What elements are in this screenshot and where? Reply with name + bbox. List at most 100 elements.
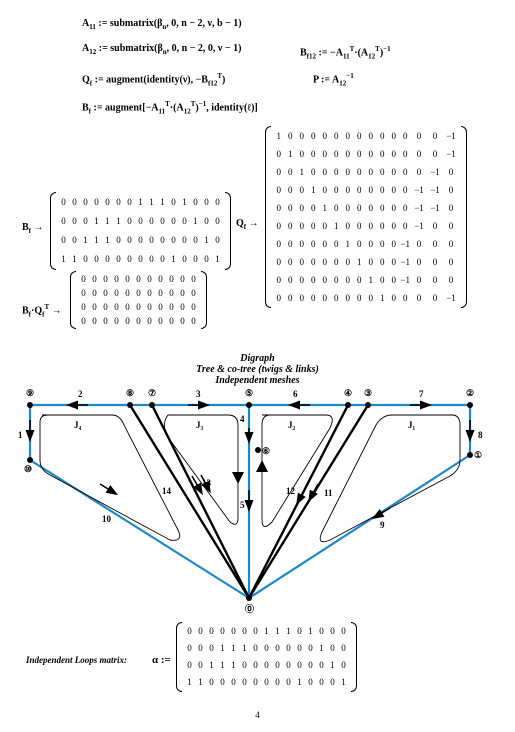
edge-label-2: 2 xyxy=(78,389,83,399)
matrix-cell: 0 xyxy=(345,185,351,195)
matrix-cell: 0 xyxy=(286,643,291,653)
matrix-cell: 0 xyxy=(432,239,438,249)
mesh-j3 xyxy=(164,414,239,525)
matrix-cell: 1 xyxy=(330,660,335,670)
matrix-cell: 0 xyxy=(81,274,86,284)
matrix-cell: 0 xyxy=(357,275,362,285)
matrix-cell: 0 xyxy=(345,275,351,285)
matrix-cell: 0 xyxy=(311,167,316,177)
matrix-cell: 0 xyxy=(191,316,196,326)
matrix-cell: 0 xyxy=(391,293,397,303)
matrix-cell: 0 xyxy=(368,131,374,141)
matrix-cell: 0 xyxy=(220,626,225,636)
matrix-cell: 0 xyxy=(215,197,220,207)
matrix-cell: 1 xyxy=(334,221,339,231)
edge-label-5: 5 xyxy=(240,500,245,510)
edge-label-1: 1 xyxy=(18,430,23,440)
matrix-cell: 1 xyxy=(204,235,209,245)
matrix-cell: 0 xyxy=(114,316,119,326)
matrix-cell: 0 xyxy=(92,302,97,312)
matrix-cell: 0 xyxy=(345,149,351,159)
matrix-cell: 0 xyxy=(357,149,362,159)
matrix-cell: 0 xyxy=(94,197,99,207)
matrix-cell: 0 xyxy=(125,302,130,312)
matrix-cell: 0 xyxy=(242,677,247,687)
edge-label-7: 7 xyxy=(419,389,424,399)
edge-10 xyxy=(29,459,250,599)
matrix-cell: 0 xyxy=(448,185,454,195)
matrix-cell: 1 xyxy=(209,660,214,670)
matrix-cell: 0 xyxy=(253,643,258,653)
matrix-cell: 0 xyxy=(220,677,225,687)
matrix-cell: 0 xyxy=(125,316,130,326)
matrix-cell: 0 xyxy=(103,302,108,312)
matrix-cell: 0 xyxy=(448,167,454,177)
matrix-cell: 0 xyxy=(125,288,130,298)
matrix-cell: 0 xyxy=(209,626,214,636)
matrix-cell: 0 xyxy=(149,216,154,226)
matrix-cell: 0 xyxy=(193,254,198,264)
matrix-cell: 0 xyxy=(116,235,121,245)
matrix-cell: 0 xyxy=(322,239,328,249)
matrix-cell: 0 xyxy=(169,302,174,312)
matrix-cell: 0 xyxy=(138,235,143,245)
matrix-cell: 0 xyxy=(322,131,328,141)
matrix-cell: 0 xyxy=(334,131,339,141)
matrix-cell: 0 xyxy=(215,216,220,226)
matrix-cell: 0 xyxy=(380,221,385,231)
matrix-cell: 0 xyxy=(391,185,397,195)
matrix-cell: −1 xyxy=(430,185,440,195)
matrix-cell: 0 xyxy=(158,288,163,298)
matrix-cell: 0 xyxy=(288,185,293,195)
matrix-cell: 0 xyxy=(391,275,397,285)
matrix-cell: 1 xyxy=(105,216,110,226)
matrix-cell: 0 xyxy=(288,221,293,231)
matrix-cell: 0 xyxy=(308,643,313,653)
matrix-cell: 0 xyxy=(403,149,408,159)
matrix-cell: −1 xyxy=(430,167,440,177)
matrix-cell: 0 xyxy=(297,660,302,670)
bfqf-label: Bf·QfT → xyxy=(22,303,62,319)
digraph-title: Digraph Tree & co-tree (twigs & links) I… xyxy=(196,353,319,386)
matrix-cell: 0 xyxy=(322,275,328,285)
node-6-label: ⑥ xyxy=(262,446,270,456)
matrix-cell: 0 xyxy=(403,131,408,141)
matrix-cell: −1 xyxy=(430,203,440,213)
matrix-cell: 0 xyxy=(403,221,408,231)
matrix-cell: 0 xyxy=(92,316,97,326)
node-7-label: ⑦ xyxy=(148,388,156,398)
matrix-cell: 0 xyxy=(264,677,269,687)
matrix-cell: −1 xyxy=(414,221,424,231)
matrix-cell: 0 xyxy=(448,275,454,285)
matrix-cell: 0 xyxy=(198,643,203,653)
mesh-label-j4: J₄ xyxy=(74,420,82,430)
matrix-cell: 0 xyxy=(448,239,454,249)
matrix-cell: 0 xyxy=(416,257,422,267)
matrix-cell: 0 xyxy=(125,274,130,284)
matrix-cell: 0 xyxy=(322,257,328,267)
matrix-cell: 0 xyxy=(341,643,346,653)
matrix-cell: 0 xyxy=(204,197,209,207)
mesh-j1 xyxy=(319,414,461,543)
matrix-cell: 0 xyxy=(158,316,163,326)
matrix-cell: −1 xyxy=(446,293,456,303)
matrix-cell: 1 xyxy=(242,643,247,653)
matrix-cell: 0 xyxy=(114,274,119,284)
matrix-cell: 0 xyxy=(264,643,269,653)
matrix-cell: 0 xyxy=(276,149,282,159)
node-8-label: ⑧ xyxy=(126,388,134,398)
matrix-cell: 0 xyxy=(299,131,305,141)
matrix-cell: 0 xyxy=(138,254,143,264)
matrix-cell: 1 xyxy=(299,167,305,177)
matrix-cell: 0 xyxy=(127,235,132,245)
matrix-cell: 0 xyxy=(103,316,108,326)
matrix-cell: 0 xyxy=(334,257,339,267)
matrix-cell: 0 xyxy=(204,254,209,264)
matrix-cell: 1 xyxy=(116,216,121,226)
matrix-cell: 0 xyxy=(127,254,132,264)
matrix-cell: −1 xyxy=(414,185,424,195)
matrix-cell: 0 xyxy=(416,239,422,249)
